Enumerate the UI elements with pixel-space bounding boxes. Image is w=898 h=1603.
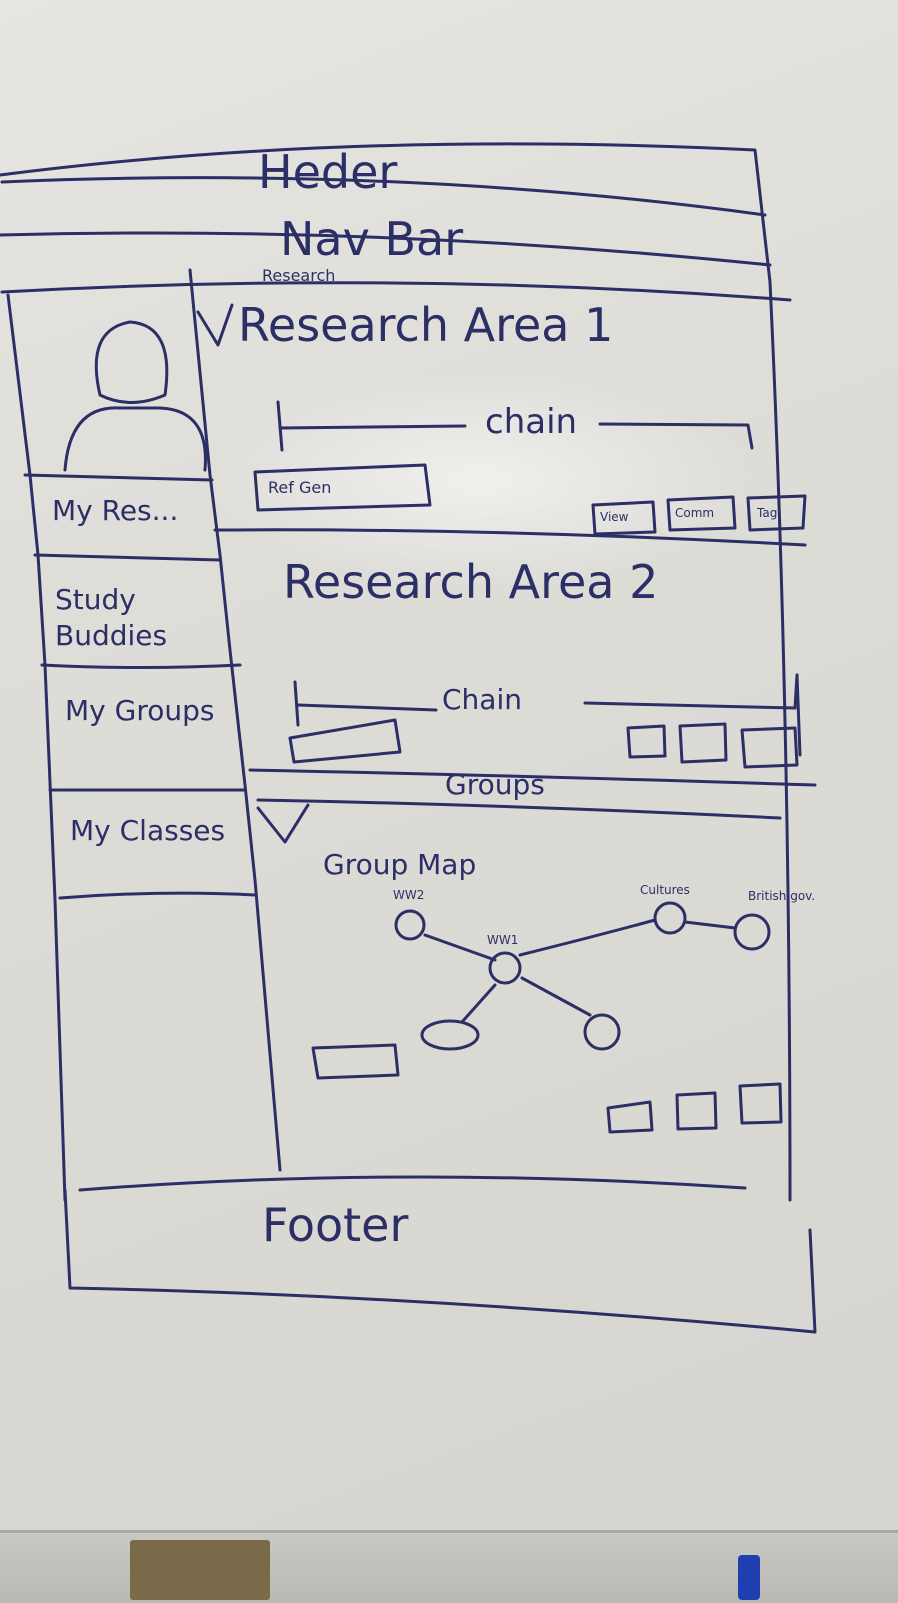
research-area-1-chain-line-left (278, 424, 467, 430)
header-label: Heder (258, 145, 398, 199)
header-box (0, 142, 772, 284)
research-area-2-action-2 (678, 722, 728, 764)
research-area-2-title[interactable]: Research Area 2 (283, 555, 659, 609)
ref-gen-button[interactable]: Ref Gen (268, 478, 332, 497)
research-area-2-right-edge (795, 673, 802, 757)
groups-bottom (78, 1175, 747, 1192)
eraser (130, 1540, 270, 1600)
group-map-node-ww1 (488, 951, 522, 985)
research-area-2-chain-line-left (296, 703, 438, 712)
research-area-2-chain-line-right (583, 673, 799, 710)
groups-button (311, 1043, 400, 1080)
group-map-node-cultures-label: Cultures (640, 883, 690, 897)
tag-button[interactable]: Tag (757, 506, 778, 520)
groups-toggle-arrow (256, 803, 310, 844)
avatar-head (94, 320, 169, 404)
sidebar-left-edge (6, 293, 67, 1202)
group-map-node-british-label: British gov. (748, 889, 816, 903)
research-area-2-action-3 (740, 726, 799, 769)
footer-box (63, 1188, 817, 1334)
avatar-body (63, 406, 207, 472)
groups-section-label: Groups (445, 768, 545, 801)
research-area-1-bottom (213, 528, 807, 547)
nav-bar-label: Nav Bar (280, 212, 464, 266)
sidebar-divider-4 (58, 891, 258, 900)
research-area-1-title[interactable]: Research Area 1 (238, 298, 614, 352)
group-map-edge-cultures-british (683, 920, 737, 930)
research-section-label: Research (262, 266, 336, 285)
profile-bottom (23, 473, 214, 482)
sidebar-item-my-classes[interactable]: My Classes (70, 814, 226, 847)
group-map-edge-ww1-cultures (518, 918, 657, 957)
sidebar-item-my-groups[interactable]: My Groups (65, 694, 215, 727)
group-map-node-ww2-label: WW2 (393, 888, 425, 902)
group-map-title: Group Map (323, 848, 477, 881)
research-area-1-chain-line-right (598, 422, 754, 450)
wireframe-sketch (0, 142, 817, 1334)
marker (738, 1555, 760, 1600)
sidebar-item-study-buddies[interactable]: Study Buddies (55, 583, 168, 652)
comm-button[interactable]: Comm (675, 506, 715, 520)
group-map-node-british (733, 913, 771, 951)
group-map-edge-ww1-right (520, 976, 592, 1017)
view-button[interactable]: View (600, 510, 629, 524)
whiteboard (0, 0, 898, 1530)
groups-action-3 (738, 1082, 783, 1125)
research-area-2-button (288, 718, 402, 764)
group-map-node-ww2 (394, 909, 426, 941)
group-map-edge-ww1-left (460, 983, 497, 1024)
nav-bar-bottom-2 (0, 281, 792, 302)
groups-header-top (248, 768, 817, 787)
header-divider (0, 176, 767, 217)
sidebar-divider-1 (33, 553, 222, 562)
research-area-1-chain-label: chain (485, 402, 578, 442)
sidebar-right-edge (188, 268, 282, 1172)
view-box (591, 500, 657, 536)
group-map-node-ww1-label: WW1 (487, 933, 519, 947)
group-map-edge-ww2-ww1 (423, 933, 497, 962)
research-area-1-chain-start (276, 400, 284, 452)
research-area-1-toggle-arrow (196, 303, 234, 347)
layout-right-edge (768, 280, 792, 1202)
sidebar-divider-2 (40, 663, 242, 669)
groups-action-2 (675, 1091, 718, 1131)
research-area-2-action-1 (626, 724, 667, 759)
sidebar-item-my-research[interactable]: My Res... (52, 494, 179, 527)
group-map-node-cultures (653, 901, 687, 935)
groups-header-bottom (256, 798, 782, 820)
ref-gen-box (253, 463, 432, 512)
research-area-2-chain-start (293, 680, 300, 727)
research-area-2-chain-label: Chain (442, 683, 522, 716)
footer-label: Footer (262, 1198, 409, 1252)
group-map-node-left (420, 1019, 480, 1051)
nav-bar-bottom (0, 231, 772, 267)
comm-box (666, 495, 737, 532)
group-map-node-right (583, 1013, 621, 1051)
tag-box (746, 494, 807, 532)
groups-action-1 (606, 1100, 654, 1134)
